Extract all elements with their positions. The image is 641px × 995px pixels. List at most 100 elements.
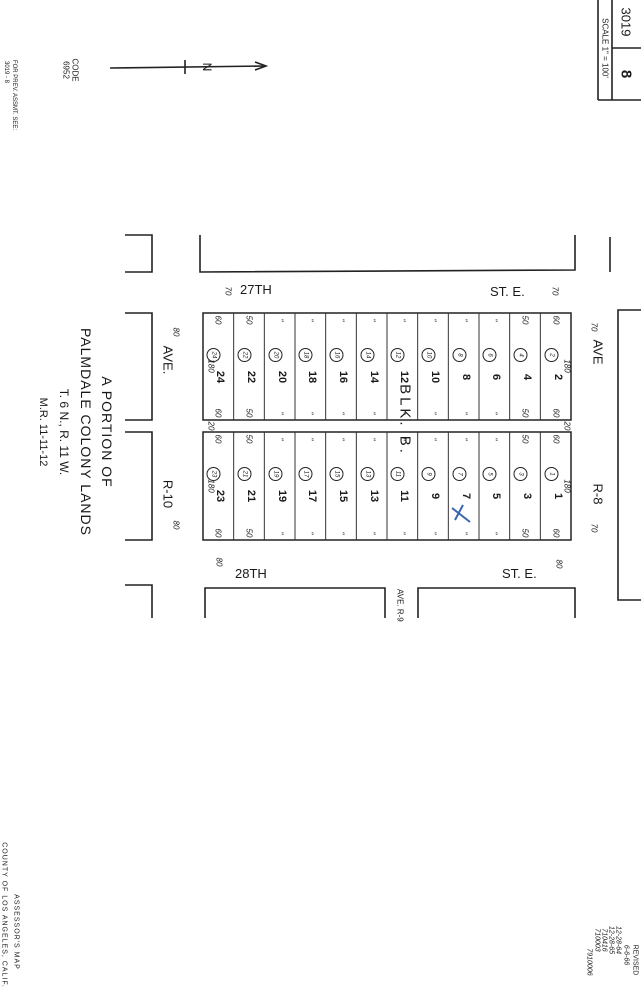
code-label: CODE <box>70 58 80 82</box>
map-block-number: 8 <box>617 69 635 79</box>
lot-number: 22 <box>245 370 257 383</box>
dim-70-nw: 70 <box>223 286 233 296</box>
code-value: 6952 <box>61 61 71 79</box>
lot-frontage-dim: 50 <box>244 434 254 444</box>
lot-number: 2 <box>551 373 564 380</box>
lot-frontage-dim: " <box>489 318 499 322</box>
lot-number: 20 <box>275 370 288 383</box>
revision-3: 12-28-65 <box>607 925 615 955</box>
parcel-number-circle: 12 <box>390 347 410 362</box>
lot-rear-dim: " <box>489 531 499 535</box>
lot-dividers <box>233 313 541 540</box>
north-arrow-shaft <box>109 65 266 69</box>
street-block-north <box>199 235 576 273</box>
revision-6: 7910006 <box>585 948 593 976</box>
lot-rear-dim: " <box>459 531 469 535</box>
dim-80-w-lower: 80 <box>171 520 181 530</box>
lot-rear-dim: " <box>275 531 285 535</box>
avenue-r9: AVE. R-9 <box>395 589 405 622</box>
lot-rear-dim: " <box>275 411 285 415</box>
map-scale: SCALE 1" = 100' <box>600 18 610 78</box>
block-label: BLK. B. <box>396 384 414 456</box>
revised-label: REVISED <box>631 944 639 976</box>
lot-number: 14 <box>367 370 380 383</box>
dim-70-e-upper: 70 <box>589 322 599 332</box>
prev-assessment-label: FOR PREV. ASSMT. SEE: <box>11 59 17 131</box>
parcel-number-circle: 7 <box>452 467 471 481</box>
parcel-number-circle: 5 <box>482 467 502 481</box>
lot-depth-dim: 180 <box>562 359 572 373</box>
street-27th-suffix: ST. E. <box>490 284 525 299</box>
street-corner-sw <box>125 584 153 618</box>
lot-number: 8 <box>459 373 472 380</box>
map-page-number: 3019 <box>618 7 634 37</box>
lot-rear-dim: " <box>428 411 438 415</box>
north-arrow-head <box>254 61 269 71</box>
parcel-number-circle: 20 <box>268 347 287 362</box>
street-edge-west-lower <box>125 431 153 541</box>
lot-frontage-dim: " <box>305 437 315 441</box>
avenue-r10: R-10 <box>160 479 176 509</box>
lot-number: 9 <box>429 492 441 500</box>
lot-frontage-dim: " <box>367 318 377 322</box>
lot-number: 17 <box>306 489 319 503</box>
dim-70-ne: 70 <box>550 286 560 296</box>
lot-rear-dim: " <box>305 531 315 535</box>
assessor-map-label: ASSESSOR'S MAP <box>12 894 20 970</box>
parcel-number-circle: 21 <box>237 467 257 481</box>
pen-mark <box>451 504 471 523</box>
lot-frontage-dim: " <box>275 437 285 441</box>
lot-rear-dim: " <box>305 411 315 415</box>
street-27th: 27TH <box>240 282 272 297</box>
lot-rear-dim: " <box>459 411 469 415</box>
lot-number: 19 <box>275 489 288 503</box>
lot-rear-dim: " <box>336 531 346 535</box>
lot-rear-dim: " <box>336 411 346 415</box>
parcel-number-circle: 6 <box>482 347 502 362</box>
parcel-number-circle: 17 <box>298 467 318 481</box>
prev-assessment-ref: 3019 - 8 <box>3 60 9 84</box>
parcel-number-circle: 16 <box>329 347 349 362</box>
street-28th: 28TH <box>235 566 267 581</box>
lot-frontage-dim: 50 <box>520 434 530 444</box>
revision-5: 710003 <box>593 928 601 952</box>
lot-rear-dim: 60 <box>213 408 223 418</box>
lot-depth-dim: 180 <box>562 479 572 493</box>
lot-number: 13 <box>367 489 380 503</box>
parcel-number-circle: 10 <box>421 347 441 362</box>
avenue-r8-suffix: AVE <box>590 339 606 365</box>
lot-frontage-dim: 60 <box>551 434 561 444</box>
lot-number: 5 <box>490 492 503 500</box>
lot-number: 7 <box>459 492 472 500</box>
lot-frontage-dim: " <box>428 437 438 441</box>
subdivision-line4: M.R. 11-11-12 <box>37 397 49 467</box>
street-edge-west-upper <box>125 312 153 421</box>
parcel-number-circle: 1 <box>544 467 563 481</box>
subdivision-line2: PALMDALE COLONY LANDS <box>78 328 94 536</box>
lot-rear-dim: 60 <box>551 528 561 538</box>
parcel-number-circle: 3 <box>513 467 533 481</box>
lot-frontage-dim: " <box>489 437 499 441</box>
lot-rear-dim: 60 <box>213 528 223 538</box>
lot-number: 4 <box>521 373 533 380</box>
parcel-number-circle: 18 <box>298 347 318 362</box>
lot-number: 16 <box>337 370 349 383</box>
parcel-number-circle: 13 <box>360 467 379 481</box>
parcel-number-circle: 19 <box>268 467 287 481</box>
lot-rear-dim: 50 <box>520 528 530 538</box>
lot-rear-dim: " <box>367 531 377 535</box>
parcel-number-circle: 8 <box>452 347 471 362</box>
lot-number: 12 <box>398 370 411 383</box>
parcel-number-circle: 14 <box>360 347 379 362</box>
lot-number: 23 <box>214 489 227 503</box>
parcel-number-circle: 4 <box>513 347 533 362</box>
lot-frontage-dim: " <box>428 318 438 322</box>
subdivision-line1: A PORTION OF <box>99 376 115 488</box>
lot-rear-dim: 60 <box>551 408 561 418</box>
street-block-south-left <box>204 587 386 618</box>
lot-frontage-dim: 60 <box>213 315 223 325</box>
parcel-number-circle: 2 <box>544 347 563 362</box>
revision-2: 12-28-64 <box>614 925 622 955</box>
lot-rear-dim: " <box>367 411 377 415</box>
